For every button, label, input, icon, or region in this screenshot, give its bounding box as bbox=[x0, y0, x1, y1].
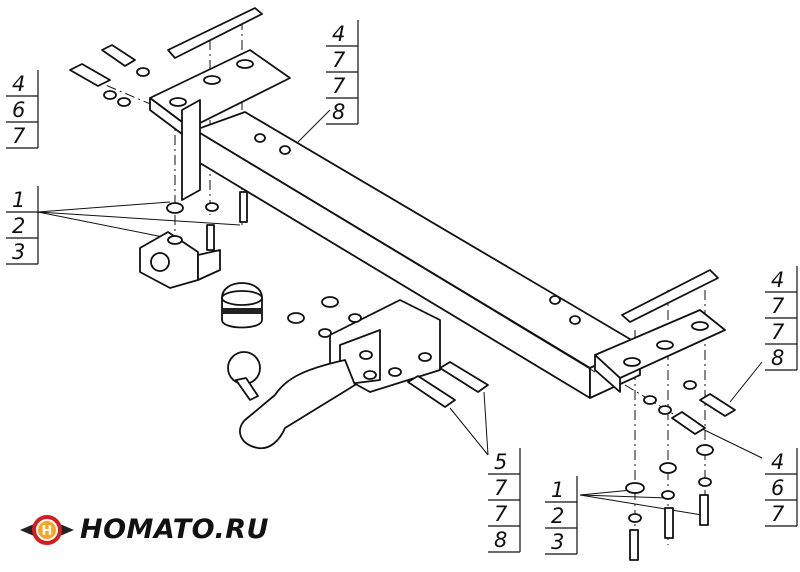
left-mounting-bracket bbox=[149, 7, 291, 201]
fasteners bbox=[69, 44, 736, 561]
callout-number: 7 bbox=[12, 124, 26, 148]
svg-text:H: H bbox=[42, 524, 53, 539]
callout-number: 7 bbox=[332, 48, 346, 72]
brand-logo: H HOMATO.RU bbox=[20, 514, 269, 545]
callout-number: 3 bbox=[551, 530, 564, 554]
callout-number: 8 bbox=[332, 100, 345, 124]
homato-logo-icon: H bbox=[20, 514, 74, 545]
callout-number: 4 bbox=[12, 72, 25, 96]
callout-number: 4 bbox=[332, 22, 345, 46]
callout-number: 5 bbox=[494, 450, 507, 474]
callout-number: 6 bbox=[12, 98, 25, 122]
callout-number: 8 bbox=[771, 346, 784, 370]
callout-number: 7 bbox=[494, 502, 508, 526]
callout-top-left: 467 bbox=[6, 70, 39, 149]
callout-number: 7 bbox=[771, 320, 785, 344]
leader-lines bbox=[37, 109, 763, 516]
callout-number: 3 bbox=[12, 240, 25, 264]
callout-number: 7 bbox=[771, 294, 785, 318]
callout-number: 6 bbox=[771, 476, 784, 500]
crossbar-beam bbox=[194, 111, 641, 399]
callout-number: 7 bbox=[771, 502, 785, 526]
callout-number: 7 bbox=[332, 74, 346, 98]
ball-cover-cap bbox=[221, 282, 263, 329]
callout-number: 4 bbox=[771, 450, 784, 474]
callout-number: 4 bbox=[771, 268, 784, 292]
callout-number: 7 bbox=[494, 476, 508, 500]
callout-number: 8 bbox=[494, 528, 507, 552]
callout-left-mid: 123 bbox=[6, 186, 39, 265]
socket-plate bbox=[139, 231, 221, 289]
callout-bottom-right: 123 bbox=[545, 476, 578, 555]
callout-number: 1 bbox=[551, 478, 564, 502]
callout-number: 1 bbox=[12, 188, 25, 212]
right-mounting-bracket bbox=[594, 269, 726, 393]
callout-number: 2 bbox=[551, 504, 564, 528]
callout-number: 2 bbox=[12, 214, 25, 238]
callout-right-lower: 467 bbox=[765, 448, 798, 527]
brand-name: HOMATO.RU bbox=[80, 514, 269, 545]
tow-ball-arm bbox=[227, 351, 356, 450]
